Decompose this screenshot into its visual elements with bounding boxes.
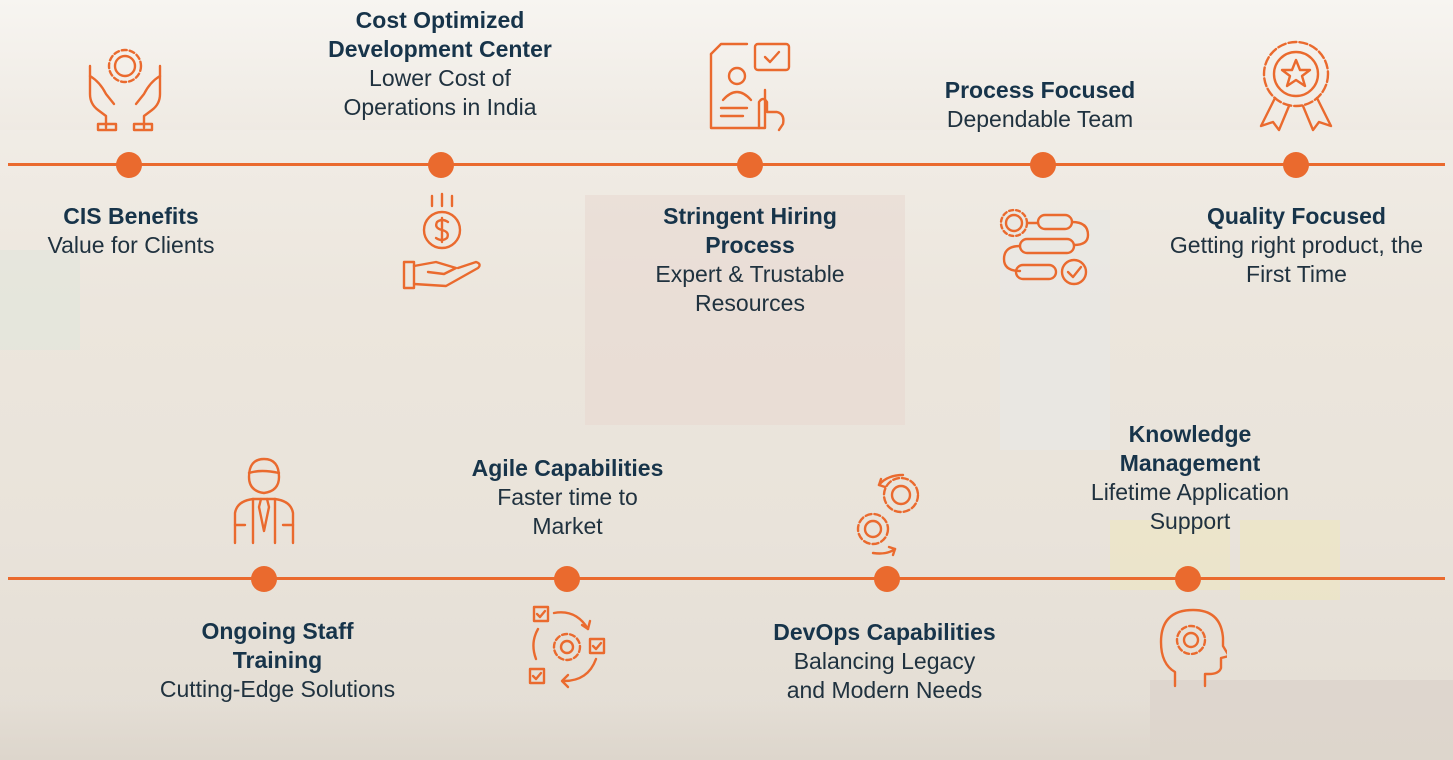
benefit-title: Stringent Hiring Process: [663, 203, 837, 258]
benefit-quality-focused: Quality Focused Getting right product, t…: [1140, 202, 1453, 289]
benefit-subtitle: Value for Clients: [47, 232, 215, 258]
benefit-subtitle: Lifetime Application Support: [1090, 479, 1290, 534]
benefit-subtitle: Dependable Team: [946, 106, 1134, 132]
bottom-timeline-line: [8, 577, 1445, 580]
top-timeline-line: [8, 163, 1445, 166]
devops-gears-icon: [847, 471, 929, 557]
benefit-title: Agile Capabilities: [471, 455, 664, 481]
benefit-subtitle: Cutting-Edge Solutions: [159, 676, 396, 702]
timeline-dot: [554, 566, 580, 592]
benefit-title: Ongoing Staff Training: [201, 618, 354, 673]
head-gear-icon: [1157, 606, 1231, 688]
benefit-devops: DevOps Capabilities Balancing Legacy and…: [712, 618, 1057, 705]
benefit-process-focused: Process Focused Dependable Team: [900, 76, 1180, 134]
agile-cycle-icon: [524, 603, 610, 689]
benefit-title: DevOps Capabilities: [773, 619, 996, 645]
benefit-subtitle: Lower Cost of Operations in India: [343, 65, 537, 120]
benefit-subtitle: Getting right product, the First Time: [1169, 232, 1424, 287]
timeline-dot: [1175, 566, 1201, 592]
process-flow-icon: [998, 205, 1093, 297]
timeline-dot: [1283, 152, 1309, 178]
hand-dollar-icon: [396, 192, 486, 292]
timeline-dot: [428, 152, 454, 178]
benefit-subtitle: Expert & Trustable Resources: [655, 261, 845, 316]
timeline-dot: [874, 566, 900, 592]
benefit-title: Process Focused: [944, 77, 1136, 103]
benefit-title: CIS Benefits: [63, 203, 199, 229]
benefit-knowledge-management: Knowledge Management Lifetime Applicatio…: [1050, 420, 1330, 536]
benefit-agile: Agile Capabilities Faster time to Market: [430, 454, 705, 541]
businessman-icon: [231, 455, 297, 545]
hands-gear-icon: [80, 36, 170, 132]
timeline-dot: [251, 566, 277, 592]
benefit-stringent-hiring: Stringent Hiring Process Expert & Trusta…: [600, 202, 900, 318]
benefit-subtitle: Faster time to Market: [497, 484, 638, 539]
timeline-dot: [1030, 152, 1056, 178]
benefit-subtitle: Balancing Legacy and Modern Needs: [786, 648, 983, 703]
benefit-title: Quality Focused: [1207, 203, 1386, 229]
benefit-cost-optimized: Cost Optimized Development Center Lower …: [282, 6, 598, 122]
benefit-title: Knowledge Management: [1119, 421, 1261, 476]
benefit-staff-training: Ongoing Staff Training Cutting-Edge Solu…: [110, 617, 445, 704]
award-badge-icon: [1253, 36, 1339, 132]
timeline-dot: [116, 152, 142, 178]
timeline-dot: [737, 152, 763, 178]
benefit-title: Cost Optimized Development Center: [328, 7, 552, 62]
benefit-cis-benefits: CIS Benefits Value for Clients: [0, 202, 262, 260]
resume-hiring-icon: [707, 40, 793, 132]
